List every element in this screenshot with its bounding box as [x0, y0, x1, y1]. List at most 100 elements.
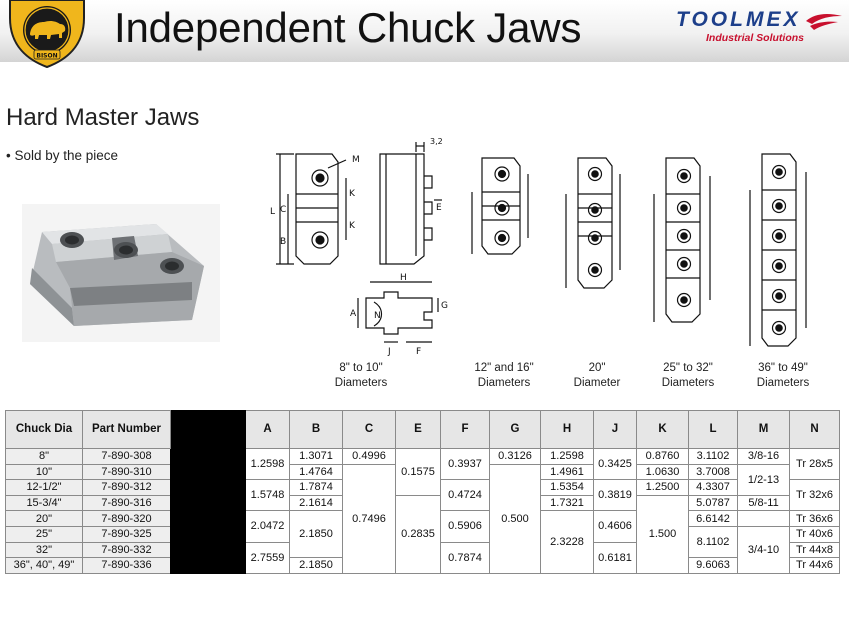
col-header-g: G — [489, 410, 541, 449]
cell-c: 0.7496 — [342, 463, 396, 574]
cell-l: 8.1102 — [688, 525, 738, 559]
drawing-20 — [565, 157, 621, 289]
svg-text:E: E — [436, 203, 442, 213]
svg-text:3,2: 3,2 — [430, 137, 443, 146]
caption-20: 20"Diameter — [573, 362, 621, 389]
sold-by-note: • Sold by the piece — [6, 148, 119, 163]
svg-text:M: M — [352, 155, 360, 165]
col-header-f: F — [440, 410, 490, 449]
cell-l: 5.0787 — [688, 494, 738, 512]
cell-g: 0.500 — [489, 463, 541, 574]
col-header-n: N — [789, 410, 840, 449]
cell-l: 9.6063 — [688, 557, 738, 574]
cell-e: 0.1575 — [395, 448, 441, 496]
table-row: 10" 7-890-310 1.4764 0.7496 0.500 1.4961… — [5, 463, 840, 574]
col-header-k: K — [636, 410, 689, 449]
col-header-h: H — [540, 410, 594, 449]
cell-dia: 12-1/2" — [5, 479, 83, 496]
cell-dia: 8" — [5, 448, 83, 465]
svg-text:K: K — [349, 189, 356, 199]
cell-h: 1.5354 — [540, 479, 594, 496]
blacked-out-column — [170, 410, 246, 574]
table-row: 25" 7-890-325 8.1102 3/4-10 Tr 40x6 — [5, 525, 840, 574]
cell-l: 3.7008 — [688, 463, 738, 481]
col-header-m: M — [737, 410, 790, 449]
cell-n: Tr 28x5 — [789, 447, 840, 481]
col-header-b: B — [289, 410, 343, 449]
cell-part-number: 7-890-308 — [82, 448, 171, 465]
cell-dia: 15-3/4" — [5, 494, 83, 512]
cell-n: Tr 44x6 — [789, 557, 840, 574]
cell-b: 1.4764 — [289, 463, 343, 481]
svg-text:J: J — [387, 347, 391, 357]
cell-f: 0.7874 — [440, 541, 490, 574]
col-header-e: E — [395, 410, 441, 449]
svg-text:N: N — [374, 311, 381, 321]
cell-e: 0.2835 — [395, 494, 441, 574]
svg-text:BISON: BISON — [36, 52, 57, 59]
cell-b: 1.7874 — [289, 479, 343, 496]
cell-b: 2.1614 — [289, 494, 343, 512]
table-row: 32" 7-890-332 2.7559 0.7874 0.6181 Tr 44… — [5, 541, 840, 574]
cell-l: 3.1102 — [688, 448, 738, 465]
caption-25-32: 25" to 32"Diameters — [661, 362, 715, 389]
cell-l: 4.3307 — [688, 479, 738, 496]
page-title: Independent Chuck Jaws — [114, 4, 582, 51]
cell-part-number: 7-890-320 — [82, 510, 171, 527]
drawing-12-16 — [471, 157, 529, 255]
brand-tagline: Industrial Solutions — [706, 32, 805, 44]
cell-part-number: 7-890-325 — [82, 525, 171, 543]
cell-n: Tr 40x6 — [789, 525, 840, 543]
spec-table: Chuck Dia Part Number A B C E F G H J K … — [5, 410, 840, 574]
cell-g: 0.3126 — [489, 448, 541, 465]
cell-j: 0.4606 — [593, 510, 637, 543]
svg-text:K: K — [349, 221, 356, 231]
cell-m: 3/4-10 — [737, 525, 790, 574]
col-header-l: L — [688, 410, 738, 449]
cell-c: 0.4996 — [342, 448, 396, 465]
cell-m — [737, 510, 790, 527]
col-header-chuck-dia: Chuck Dia — [5, 410, 83, 449]
cell-l: 6.6142 — [688, 510, 738, 527]
cell-dia: 25" — [5, 525, 83, 543]
col-header-part-number: Part Number — [82, 410, 171, 449]
cell-part-number: 7-890-336 — [82, 557, 171, 574]
cell-a: 1.2598 — [245, 447, 290, 481]
cell-h: 1.4961 — [540, 463, 594, 481]
cell-dia: 10" — [5, 463, 83, 481]
cell-a: 2.0472 — [245, 510, 290, 543]
caption-12-16: 12" and 16"Diameters — [474, 362, 534, 389]
toolmex-logo: TOOLMEX Industrial Solutions — [676, 8, 846, 48]
brand-name: TOOLMEX — [676, 8, 801, 31]
drawing-side-view — [379, 142, 442, 265]
section-title: Hard Master Jaws — [6, 104, 200, 131]
cell-b: 2.1850 — [289, 510, 343, 559]
bison-logo: BISON — [9, 0, 85, 68]
cell-m: 5/8-11 — [737, 494, 790, 512]
cell-n: Tr 32x6 — [789, 479, 840, 512]
table-header-row: Chuck Dia Part Number A B C E F G H J K … — [5, 410, 840, 574]
cell-f: 0.4724 — [440, 479, 490, 512]
col-header-c: C — [342, 410, 396, 449]
drawing-8-10 — [276, 153, 347, 265]
table-row: 12-1/2" 7-890-312 1.5748 1.7874 0.4724 1… — [5, 479, 840, 512]
caption-36-49: 36" to 49"Diameters — [756, 362, 810, 389]
cell-j: 0.3425 — [593, 447, 637, 481]
jaw-photo — [22, 204, 220, 342]
brand-swoosh-icon — [806, 13, 842, 30]
svg-text:C: C — [280, 205, 286, 215]
cell-f: 0.3937 — [440, 447, 490, 481]
drawing-36-49 — [749, 153, 807, 347]
drawing-25-32 — [653, 157, 711, 323]
svg-text:A: A — [350, 309, 357, 319]
cell-dia: 32" — [5, 541, 83, 559]
cell-h: 1.7321 — [540, 494, 594, 512]
header-banner: BISON Independent Chuck Jaws TOOLMEX Ind… — [0, 0, 849, 68]
cell-b: 2.1850 — [289, 557, 343, 574]
caption-8-10: 8" to 10"Diameters — [334, 362, 388, 389]
svg-text:F: F — [416, 347, 421, 357]
cell-part-number: 7-890-316 — [82, 494, 171, 512]
svg-text:L: L — [270, 207, 275, 217]
cell-j: 0.6181 — [593, 541, 637, 574]
table-row: 36", 40", 49" 7-890-336 2.1850 9.6063 Tr… — [5, 557, 840, 574]
